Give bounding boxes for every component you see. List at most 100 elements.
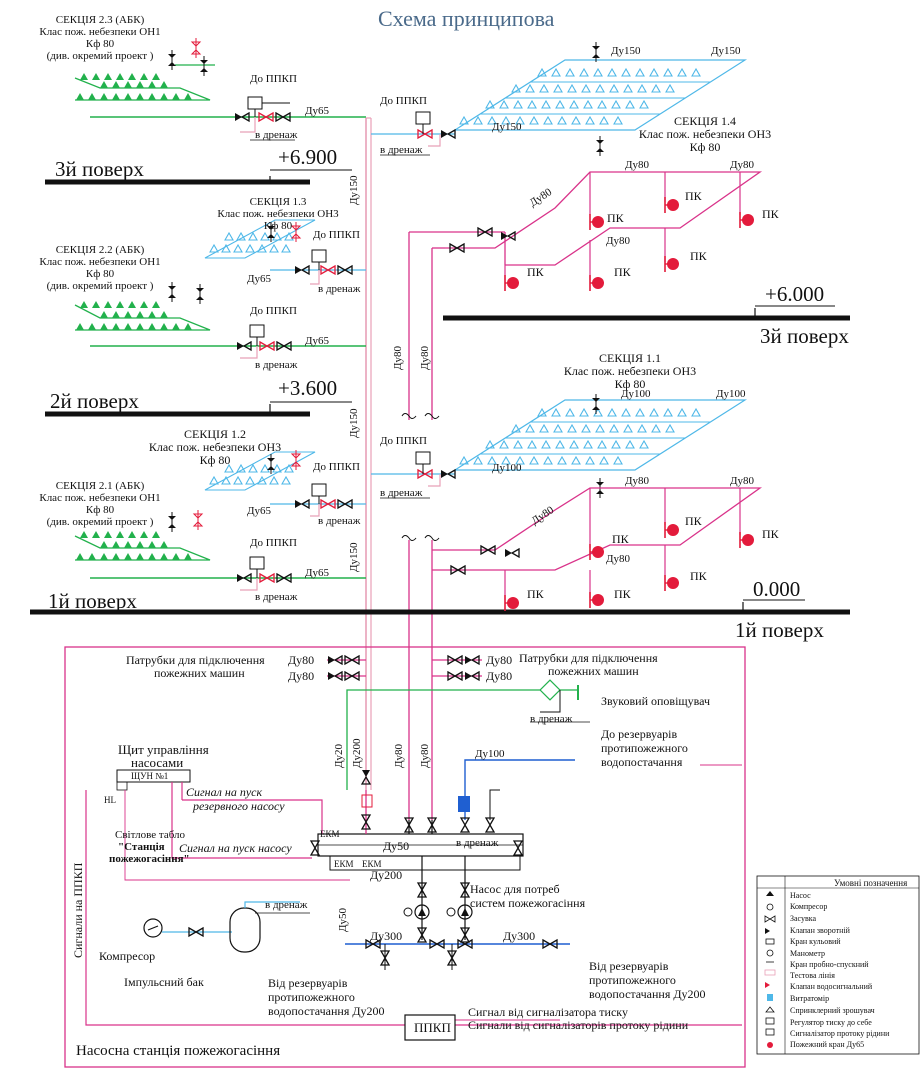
floor-label: 3й поверх [55, 157, 144, 181]
ppkp-box-label: ППКП [414, 1020, 451, 1035]
pipe-size-label: Ду100 [716, 388, 746, 400]
patrubky-label: Патрубки для підключення [126, 653, 265, 667]
fire-hydrant-label: ПК [690, 249, 707, 263]
from-reservoirs-label: протипожежного [589, 973, 676, 987]
pump-label: систем пожежогасіння [470, 896, 586, 910]
floor-label: 2й поверх [50, 389, 139, 413]
legend-title: Умовні позначення [834, 878, 908, 888]
pipe-size-label: Ду80 [625, 475, 650, 487]
pipe-size-label: Ду300 [370, 929, 403, 943]
elevation-label: +3.600 [278, 376, 338, 400]
pump-station-title: Насосна станція пожежогасіння [76, 1043, 281, 1059]
pipe-size-label: Ду200 [351, 738, 363, 768]
riser-size-label: Ду150 [348, 408, 360, 438]
light-board-label: Світлове табло [115, 829, 186, 841]
floor-label: 1й поверх [48, 589, 137, 613]
from-reservoirs-label: протипожежного [268, 990, 355, 1004]
pipe-size-label: Ду65 [247, 273, 272, 285]
to-reservoirs-label: протипожежного [601, 741, 688, 755]
fire-hydrant-label: ПК [527, 587, 544, 601]
fire-hydrant-label: ПК [527, 265, 544, 279]
pipe-size-label: Ду65 [305, 567, 330, 579]
signal-reserve-label: Сигнал на пуск [186, 785, 263, 799]
fire-hydrant-label: ПК [614, 265, 631, 279]
legend-item: Насос [790, 891, 811, 900]
fire-hydrant-label: ПК [607, 211, 624, 225]
drain-label: в дренаж [318, 515, 361, 527]
signal-pressure-label: Сигнал від сигналізатора тиску [468, 1005, 628, 1019]
drain-label: в дренаж [265, 899, 308, 911]
pipe-size-label: Ду80 [393, 743, 405, 768]
control-panel-id: ЩУН №1 [131, 771, 169, 781]
pipe-size-label: Ду150 [711, 45, 741, 57]
ekm-label: ЕКМ [362, 859, 382, 869]
pipe-size-label: Ду20 [333, 743, 345, 768]
fire-hydrant-label: ПК [762, 527, 779, 541]
control-panel-label: насосами [131, 755, 184, 770]
pump-label: Насос для потреб [470, 882, 560, 896]
legend-item: Спринклерний зрошувач [790, 1006, 875, 1015]
drain-label: в дренаж [318, 283, 361, 295]
legend-item: Засувка [790, 914, 817, 923]
fire-hydrant-label: ПК [685, 514, 702, 528]
hl-label: HL [104, 795, 116, 805]
diagram-title: Схема принципова [378, 6, 555, 31]
legend-item: Пожежний кран Ду65 [790, 1040, 865, 1049]
legend-item: Кран кульовий [790, 937, 841, 946]
light-board-label: пожежогасіння" [109, 853, 190, 865]
from-reservoirs-label: водопостачання Ду200 [268, 1004, 385, 1018]
ppkp-label: До ППКП [380, 435, 427, 447]
drain-label: в дренаж [255, 591, 298, 603]
ekm-label: ЕКМ [334, 859, 354, 869]
legend-item: Клапан водосигнальний [790, 982, 873, 991]
elevation-label: +6.000 [765, 282, 825, 306]
signal-reserve-label: резервного насосу [193, 799, 285, 813]
ppkp-label: До ППКП [250, 537, 297, 549]
fire-hydrant-label: ПК [762, 207, 779, 221]
pipe-size-label: Ду80 [730, 159, 755, 171]
pipe-size-label: Ду80 [288, 653, 315, 667]
pipe-size-label: Ду100 [492, 462, 522, 474]
ppkp-label: До ППКП [313, 229, 360, 241]
from-reservoirs-label: водопостачання Ду200 [589, 987, 706, 1001]
ppkp-label: До ППКП [250, 73, 297, 85]
pipe-size-label: Ду80 [606, 553, 631, 565]
patrubky-label: пожежних машин [154, 666, 245, 680]
pipe-size-label: Ду100 [621, 388, 651, 400]
signal-flow-label: Сигнали від сигналізаторів протоку рідин… [468, 1018, 689, 1032]
ppkp-label: До ППКП [380, 95, 427, 107]
pipe-size-label: Ду65 [305, 335, 330, 347]
pipe-size-label: Ду80 [730, 475, 755, 487]
signal-start-label: Сигнал на пуск насосу [179, 841, 292, 855]
floor-label: 1й поверх [735, 618, 824, 642]
light-board-label: "Станція [118, 841, 165, 853]
riser-size-label: Ду150 [348, 542, 360, 572]
to-reservoirs-label: водопостачання [601, 755, 683, 769]
patrubky-label: Патрубки для підключення [519, 651, 658, 665]
legend-item: Компресор [790, 902, 828, 911]
legend-item: Витратомір [790, 994, 830, 1003]
from-reservoirs-label: Від резервуарів [268, 976, 348, 990]
fire-hydrant-label: ПК [685, 189, 702, 203]
pipe-size-label: Ду150 [611, 45, 641, 57]
pipe-size-label: Ду80 [486, 669, 513, 683]
legend-item: Манометр [790, 949, 825, 958]
legend-item: Сигналізатор протоку рідини [790, 1029, 890, 1038]
pipe-size-label: Ду80 [606, 235, 631, 247]
patrubky-label: пожежних машин [548, 664, 639, 678]
pipe-size-label: Ду80 [288, 669, 315, 683]
legend-item: Кран пробно-спускний [790, 960, 869, 969]
pipe-size-label: Ду50 [337, 907, 349, 932]
pipe-size-label: Ду80 [486, 653, 513, 667]
pipe-size-label: Ду150 [492, 121, 522, 133]
drain-label: в дренаж [380, 487, 423, 499]
